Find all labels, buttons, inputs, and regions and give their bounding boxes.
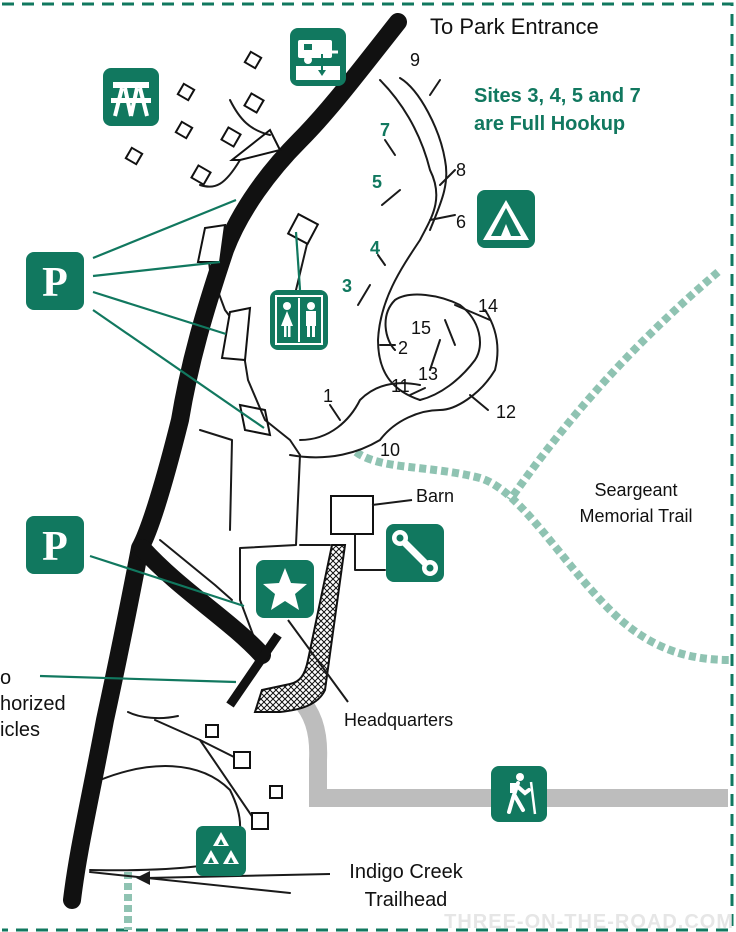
- barn-label: Barn: [416, 486, 454, 506]
- maintenance-wrench-icon: [386, 524, 444, 582]
- full-hookup-note-line1: Sites 3, 4, 5 and 7: [474, 85, 641, 107]
- site-15-label: 15: [411, 318, 431, 338]
- picnic-table-icon: [103, 68, 159, 126]
- trailhead-label-line1: Indigo Creek: [349, 861, 463, 883]
- parking-letter-south: P: [42, 524, 68, 570]
- full-hookup-note-line2: are Full Hookup: [474, 113, 625, 135]
- trailhead-label-line2: Trailhead: [365, 889, 448, 911]
- site-6-label: 6: [456, 212, 466, 232]
- site-3-label: 3: [342, 276, 352, 296]
- site-2-label: 2: [398, 338, 408, 358]
- tent-camping-icon: [477, 190, 535, 248]
- site-1-label: 1: [323, 386, 333, 406]
- site-9-label: 9: [410, 50, 420, 70]
- rv-dump-station-icon: [290, 28, 346, 86]
- trail-label-line1: Seargeant: [594, 480, 677, 500]
- crosshatch-walkway: [253, 544, 347, 713]
- site-8-label: 8: [456, 160, 466, 180]
- site-5-label: 5: [372, 172, 382, 192]
- site-7-label: 7: [380, 120, 390, 140]
- site-4-label: 4: [370, 238, 380, 258]
- leader-lines: [39, 198, 302, 684]
- parking-letter: P: [42, 260, 68, 306]
- vehicles-label-line3: icles: [0, 719, 40, 741]
- headquarters-leaders: [287, 499, 413, 703]
- site-11-label: 11: [391, 376, 410, 396]
- campsite-pads: [124, 50, 320, 830]
- headquarters-label: Headquarters: [344, 710, 453, 730]
- restroom-icon: [270, 290, 328, 350]
- roadside-edges: [89, 99, 386, 894]
- site-14-label: 14: [478, 296, 498, 316]
- vehicles-label-line1: o: [0, 667, 11, 689]
- watermark: THREE-ON-THE-ROAD.COM: [444, 911, 734, 932]
- site-13-label: 13: [418, 364, 438, 384]
- parking-icon: P: [26, 252, 84, 310]
- trail-label-line2: Memorial Trail: [579, 506, 692, 526]
- campground-roads: [289, 77, 499, 459]
- group-camping-icon: [196, 826, 246, 876]
- no-vehicles-barricade: [226, 632, 282, 708]
- parking-icon-south: P: [26, 516, 84, 574]
- site-10-label: 10: [380, 440, 400, 460]
- site-12-label: 12: [496, 402, 516, 422]
- park-entrance-label: To Park Entrance: [430, 14, 599, 39]
- barn-building: [330, 495, 374, 535]
- hiking-icon: [491, 766, 547, 822]
- main-road: [63, 13, 407, 909]
- headquarters-star-icon: [256, 560, 314, 618]
- vehicles-label-line2: horized: [0, 693, 66, 715]
- seargeant-memorial-trail: [124, 268, 731, 930]
